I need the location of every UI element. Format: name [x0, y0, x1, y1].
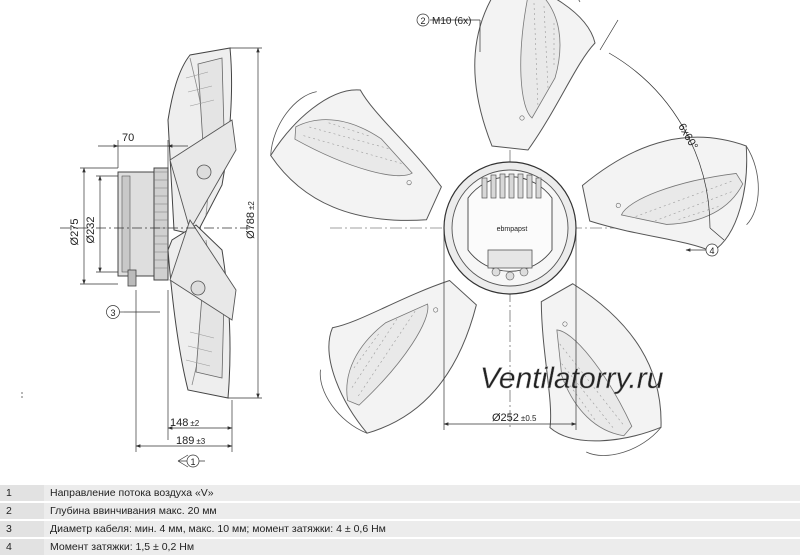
legend-text: Диаметр кабеля: мин. 4 мм, макс. 10 мм; … — [44, 521, 800, 537]
side-view: 70 Ø275 Ø232 Ø788±2 148±2 189±3 1 3 — [21, 47, 262, 468]
legend-num: 4 — [0, 539, 44, 555]
dim-252-label: Ø252±0.5 — [492, 412, 537, 424]
svg-text:4: 4 — [709, 246, 714, 256]
legend-row: 2 Глубина ввинчивания макс. 20 мм — [0, 503, 800, 519]
svg-text:1: 1 — [190, 457, 195, 467]
front-view: ebmpapst Ventilatorry.ru 2 M10 (6x) 6x60… — [258, 0, 777, 480]
dim-232-label: Ø232 — [85, 217, 97, 244]
legend-num: 2 — [0, 503, 44, 519]
dim-189-label: 189±3 — [176, 435, 206, 447]
svg-text:3: 3 — [110, 308, 115, 318]
legend-num: 3 — [0, 521, 44, 537]
dim-lines-front — [430, 19, 725, 430]
legend-table: 1 Направление потока воздуха «V» 2 Глуби… — [0, 483, 800, 557]
legend-row: 1 Направление потока воздуха «V» — [0, 485, 800, 501]
brand-label: ebmpapst — [497, 226, 528, 233]
legend-row: 3 Диаметр кабеля: мин. 4 мм, макс. 10 мм… — [0, 521, 800, 537]
legend-row: 4 Момент затяжки: 1,5 ± 0,2 Нм — [0, 539, 800, 555]
dim-148-label: 148±2 — [170, 417, 200, 429]
dim-70-label: 70 — [122, 132, 134, 144]
marker-2: 2 — [416, 13, 430, 27]
dim-788-label: Ø788±2 — [245, 201, 257, 239]
legend-num: 1 — [0, 485, 44, 501]
thread-label: M10 (6x) — [432, 16, 471, 27]
technical-drawing: 70 Ø275 Ø232 Ø788±2 148±2 189±3 1 3 — [21, 0, 777, 480]
legend-text: Глубина ввинчивания макс. 20 мм — [44, 503, 800, 519]
marker-3: 3 — [106, 305, 120, 319]
hub: ebmpapst — [443, 161, 577, 295]
watermark: Ventilatorry.ru — [480, 362, 664, 395]
marker-4: 4 — [705, 243, 719, 257]
motor-housing — [117, 167, 169, 287]
legend-text: Момент затяжки: 1,5 ± 0,2 Нм — [44, 539, 800, 555]
side-blades — [167, 47, 237, 399]
dim-lines-side — [21, 47, 262, 468]
legend-text: Направление потока воздуха «V» — [44, 485, 800, 501]
dim-275-label: Ø275 — [69, 219, 81, 246]
marker-1-side: 1 — [186, 454, 200, 468]
svg-text:2: 2 — [420, 16, 425, 26]
